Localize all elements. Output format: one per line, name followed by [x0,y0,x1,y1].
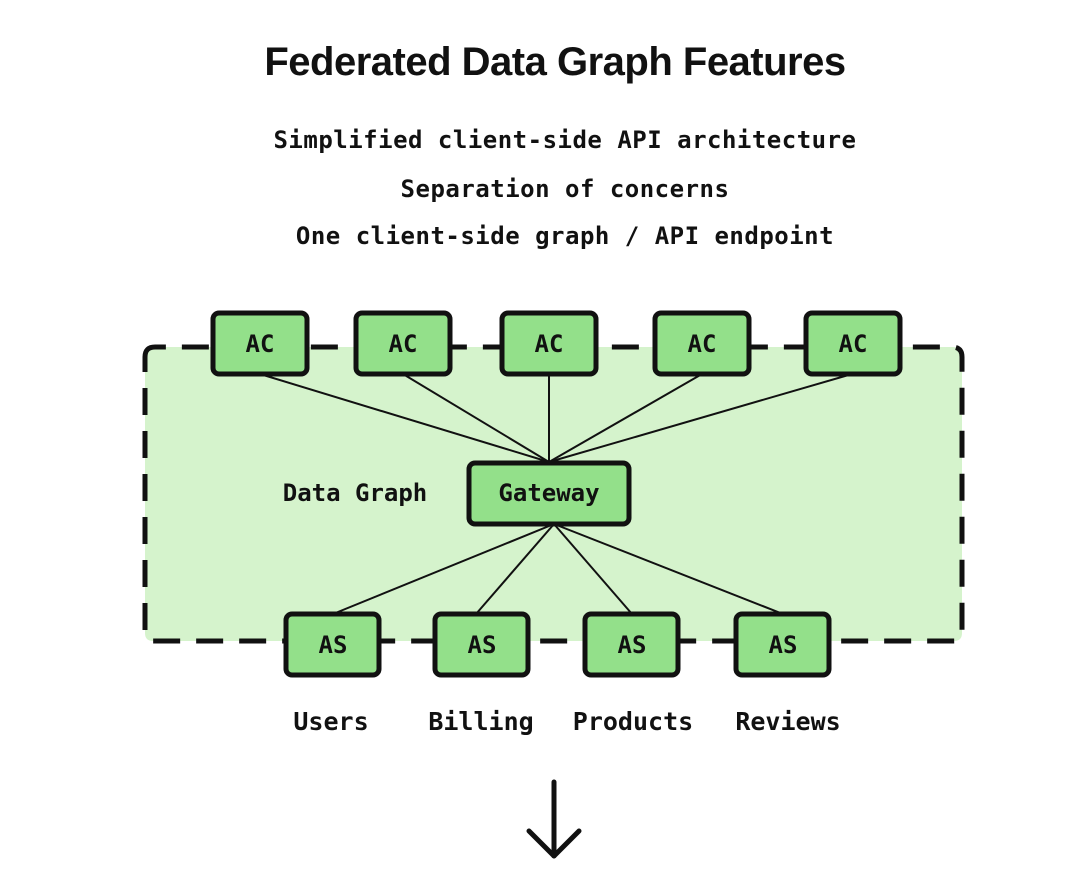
service-node-label: AS [468,631,497,659]
connector-line [332,523,555,615]
client-node-label: AC [389,330,418,358]
client-node: AC [652,310,752,377]
service-node: AS [733,611,832,678]
service-name: Users [293,707,368,736]
gateway-node: Gateway [466,460,632,527]
connector-line [548,373,703,463]
client-node-label: AC [535,330,564,358]
connector-line [475,523,555,615]
feature-item: Separation of concerns [400,175,730,203]
connector-line [402,373,550,463]
service-node-label: AS [769,631,798,659]
service-name: Reviews [735,707,840,736]
client-node: AC [803,310,903,377]
client-node-label: AC [246,330,275,358]
service-node-label: AS [319,631,348,659]
connector-line [259,373,550,463]
page-title: Federated Data Graph Features [264,40,846,84]
service-name: Products [573,707,693,736]
service-node: AS [283,611,382,678]
service-node: AS [432,611,531,678]
gateway-label: Gateway [498,479,599,507]
connector-line [548,373,853,463]
down-arrow-icon [526,779,582,859]
client-connectors [259,373,853,463]
feature-item: One client-side graph / API endpoint [295,222,835,250]
client-node: AC [353,310,453,377]
connector-line [553,523,633,615]
client-node-label: AC [839,330,868,358]
service-node: AS [582,611,681,678]
client-node: AC [210,310,310,377]
service-connectors [332,523,784,615]
data-graph-label: Data Graph [283,479,428,507]
feature-item: Simplified client-side API architecture [273,126,857,154]
client-node-label: AC [688,330,717,358]
client-node: AC [499,310,599,377]
service-node-label: AS [618,631,647,659]
connector-line [553,523,784,615]
service-name: Billing [428,707,533,736]
